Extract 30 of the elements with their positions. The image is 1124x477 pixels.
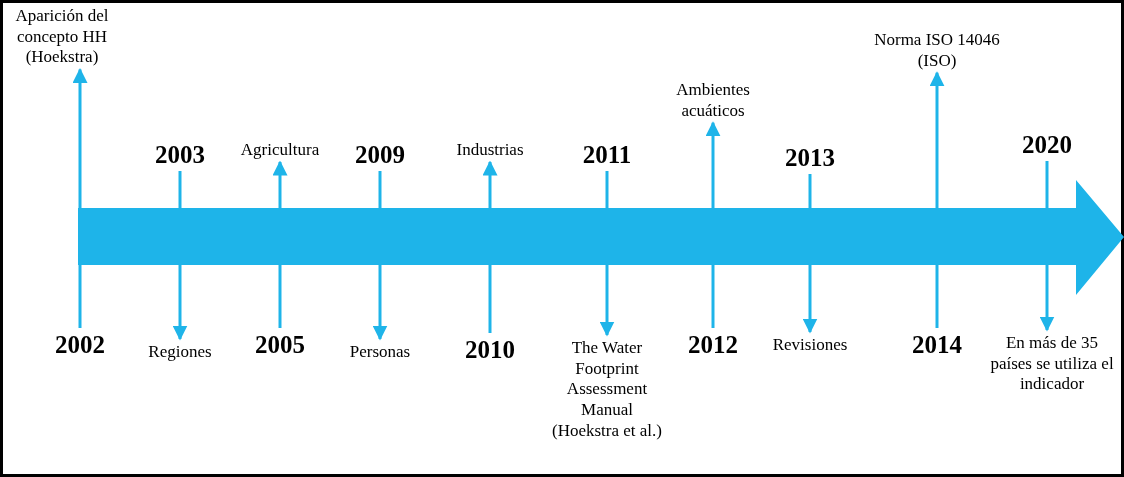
arrow <box>482 160 498 333</box>
year-label: 2011 <box>567 140 647 171</box>
arrow <box>72 67 88 328</box>
event-label: Personas <box>330 342 430 363</box>
event-label: Ambientes acuáticos <box>658 80 768 122</box>
event-label: Aparición del concepto HH (Hoekstra) <box>6 6 118 69</box>
event-label: Revisiones <box>755 335 865 356</box>
year-label: 2020 <box>1007 130 1087 161</box>
year-label: 2003 <box>140 140 220 171</box>
year-label: 2002 <box>40 330 120 361</box>
arrow <box>1039 161 1055 332</box>
event-label: Agricultura <box>225 140 335 161</box>
event-label: En más de 35 países se utiliza el indicador <box>987 333 1117 396</box>
arrow <box>599 171 615 337</box>
year-label: 2014 <box>897 330 977 361</box>
arrow <box>272 160 288 328</box>
arrow <box>705 121 721 328</box>
year-label: 2010 <box>450 335 530 366</box>
event-label: Norma ISO 14046 (ISO) <box>872 30 1002 72</box>
event-label: The Water Footprint Assessment Manual (Hoekstra et al.) <box>547 338 667 442</box>
arrow <box>172 171 188 341</box>
event-label: Regiones <box>130 342 230 363</box>
year-label: 2012 <box>673 330 753 361</box>
year-label: 2009 <box>340 140 420 171</box>
year-label: 2005 <box>240 330 320 361</box>
year-label: 2013 <box>770 143 850 174</box>
event-label: Industrias <box>435 140 545 161</box>
arrow <box>372 171 388 341</box>
arrow <box>802 174 818 334</box>
arrow <box>929 71 945 328</box>
